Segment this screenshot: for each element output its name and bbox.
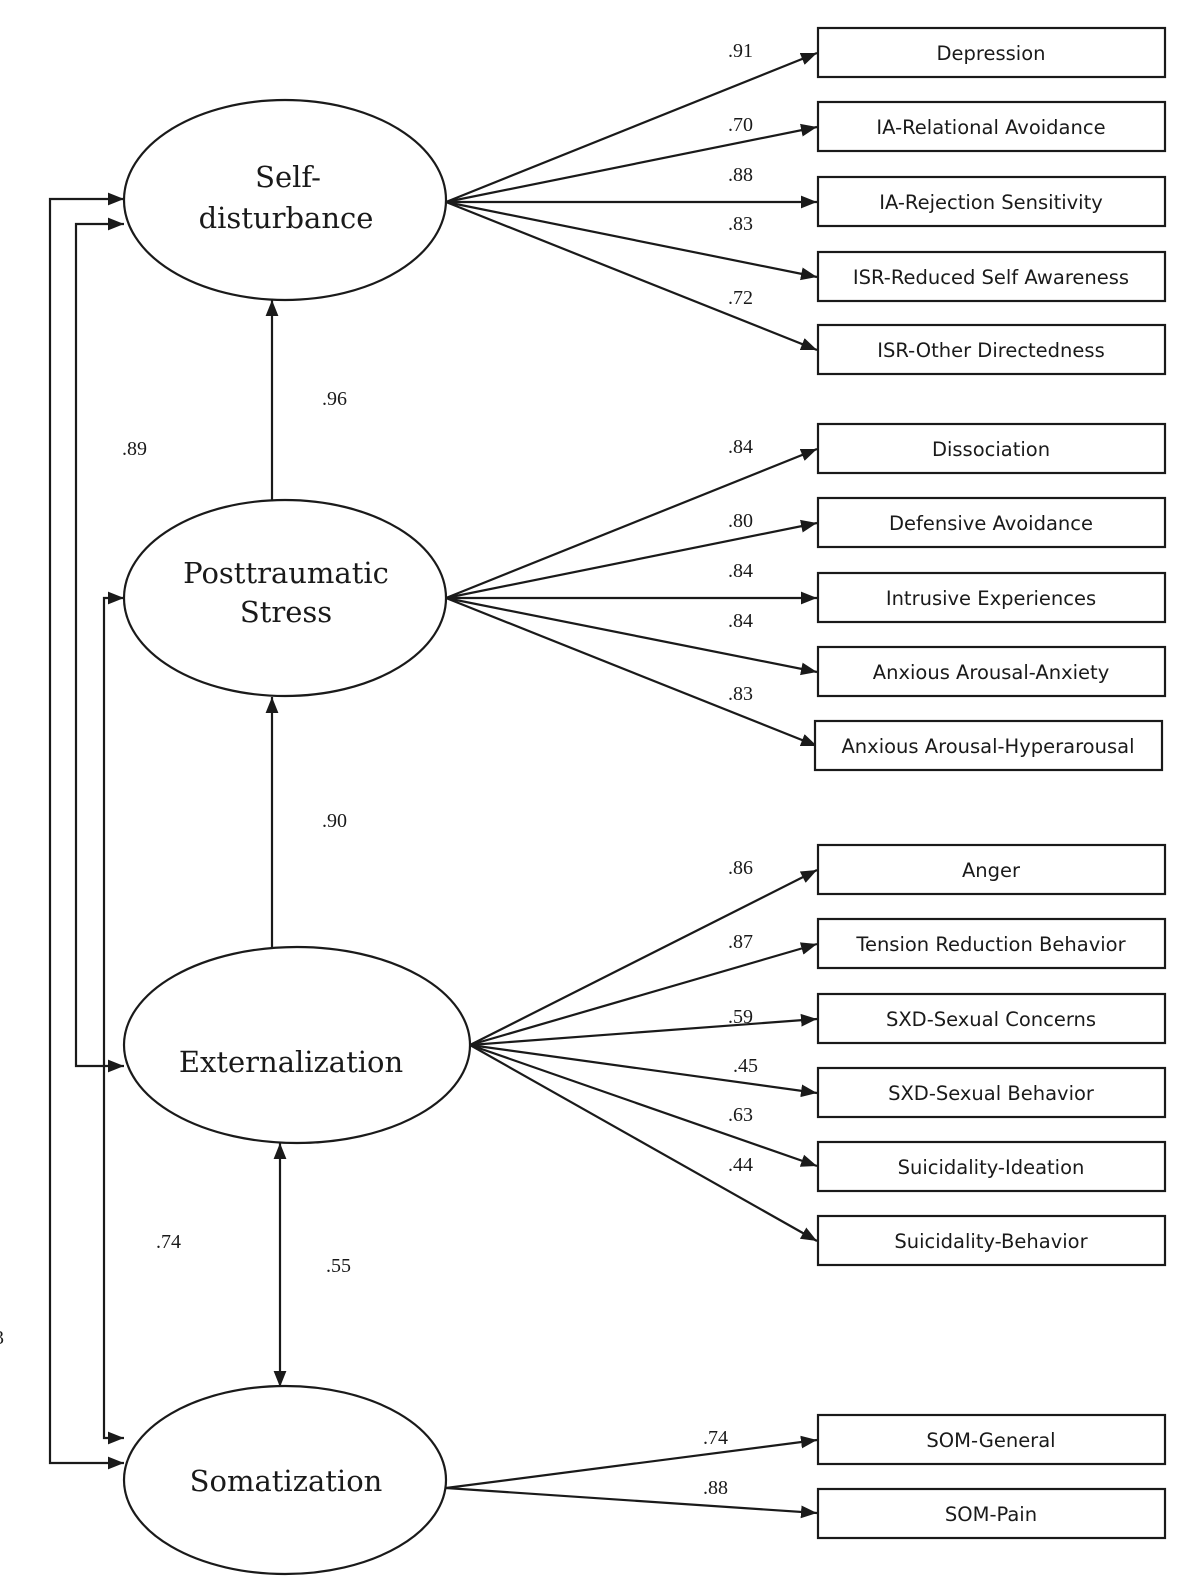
- edge-fragment-text: 3: [0, 1327, 4, 1349]
- loading-isr-reduced-self-awareness: .83: [728, 213, 753, 235]
- indicator-intrusive-experiences: Intrusive Experiences: [816, 571, 1167, 624]
- loading-intrusive-experiences: .84: [728, 560, 753, 582]
- path-self-ia-relational-avoidance: [445, 123, 818, 204]
- loading-som-general: .74: [703, 1427, 728, 1449]
- indicator-som-pain-label: SOM-Pain: [945, 1503, 1037, 1526]
- path-ext-suicidality-ideation: [469, 1043, 818, 1168]
- indicator-suicidality-behavior-label: Suicidality-Behavior: [894, 1230, 1088, 1253]
- loading-anxious-arousal-anxiety: .84: [728, 610, 753, 632]
- corr-self-ext-value: .89: [122, 438, 147, 460]
- loading-suicidality-behavior: .44: [728, 1154, 753, 1176]
- loading-anger: .86: [728, 857, 753, 879]
- path-pts-anxious-arousal-anxiety: [445, 596, 818, 676]
- indicator-isr-reduced-self-awareness: ISR-Reduced Self Awareness: [816, 250, 1167, 303]
- indicator-isr-reduced-self-awareness-label: ISR-Reduced Self Awareness: [853, 266, 1129, 289]
- loading-depression: .91: [728, 40, 753, 62]
- latent-self-disturbance: Self- disturbance: [122, 98, 448, 302]
- latent-somatization: Somatization: [122, 1384, 448, 1576]
- indicator-anger-label: Anger: [962, 859, 1021, 882]
- indicator-sxd-sexual-concerns-label: SXD-Sexual Concerns: [886, 1008, 1096, 1031]
- indicator-sxd-sexual-behavior: SXD-Sexual Behavior: [816, 1066, 1167, 1119]
- corr-ext-som-value: .55: [326, 1255, 351, 1277]
- path-pts-anxious-arousal-hyperarousal: [445, 596, 818, 748]
- latent-self-disturbance-label-1: Self-: [255, 160, 321, 194]
- path-ext-suicidality-behavior: [469, 1044, 818, 1242]
- corr-self-som-bracket: [48, 192, 124, 1470]
- loading-sxd-sexual-concerns: .59: [728, 1006, 753, 1028]
- loading-isr-other-directedness: .72: [728, 287, 753, 309]
- latent-somatization-label: Somatization: [190, 1464, 383, 1498]
- latent-externalization: Externalization: [122, 945, 472, 1145]
- indicator-ia-relational-avoidance-label: IA-Relational Avoidance: [876, 116, 1105, 139]
- path-self-isr-reduced-self-awareness: [445, 200, 818, 281]
- latent-externalization-label: Externalization: [179, 1045, 403, 1079]
- corr-pts-ext-value: .90: [322, 810, 347, 832]
- indicator-anxious-arousal-hyperarousal: Anxious Arousal-Hyperarousal: [813, 719, 1164, 772]
- indicator-sxd-sexual-concerns: SXD-Sexual Concerns: [816, 992, 1167, 1045]
- indicator-isr-other-directedness: ISR-Other Directedness: [816, 323, 1167, 376]
- indicator-depression-label: Depression: [936, 42, 1045, 65]
- indicator-ia-rejection-sensitivity: IA-Rejection Sensitivity: [816, 175, 1167, 228]
- indicator-tension-reduction-behavior-label: Tension Reduction Behavior: [855, 933, 1126, 956]
- latent-posttraumatic-stress-label-2: Stress: [240, 595, 332, 629]
- corr-pts-som-value: .74: [156, 1231, 181, 1253]
- indicator-defensive-avoidance: Defensive Avoidance: [816, 496, 1167, 549]
- indicator-anger: Anger: [816, 843, 1167, 896]
- path-som-pain: [445, 1486, 818, 1519]
- loading-suicidality-ideation: .63: [728, 1104, 753, 1126]
- path-som-general: [445, 1435, 818, 1490]
- indicator-depression: Depression: [816, 26, 1167, 79]
- indicator-dissociation: Dissociation: [816, 422, 1167, 475]
- path-self-isr-other-directedness: [445, 200, 818, 352]
- indicator-tension-reduction-behavior: Tension Reduction Behavior: [816, 917, 1167, 970]
- latent-self-disturbance-label-2: disturbance: [199, 201, 374, 235]
- indicator-som-general-label: SOM-General: [926, 1429, 1055, 1452]
- latent-posttraumatic-stress-label-1: Posttraumatic: [183, 556, 389, 590]
- loading-ia-relational-avoidance: .70: [728, 114, 753, 136]
- path-ext-tension-reduction-behavior: [469, 942, 818, 1047]
- loading-som-pain: .88: [703, 1477, 728, 1499]
- loading-dissociation: .84: [728, 436, 753, 458]
- corr-pts-som-bracket: [102, 591, 124, 1445]
- path-ext-sxd-sexual-behavior: [469, 1043, 818, 1098]
- indicator-sxd-sexual-behavior-label: SXD-Sexual Behavior: [888, 1082, 1095, 1105]
- loading-sxd-sexual-behavior: .45: [733, 1055, 758, 1077]
- indicator-anxious-arousal-anxiety-label: Anxious Arousal-Anxiety: [873, 661, 1110, 684]
- indicator-ia-rejection-sensitivity-label: IA-Rejection Sensitivity: [879, 191, 1103, 214]
- indicator-isr-other-directedness-label: ISR-Other Directedness: [877, 339, 1104, 362]
- path-self-depression: [445, 51, 818, 204]
- latent-posttraumatic-stress: Posttraumatic Stress: [122, 498, 448, 698]
- indicator-suicidality-ideation-label: Suicidality-Ideation: [898, 1156, 1085, 1179]
- indicator-anxious-arousal-hyperarousal-label: Anxious Arousal-Hyperarousal: [841, 735, 1134, 758]
- loading-tension-reduction-behavior: .87: [728, 931, 753, 953]
- loading-defensive-avoidance: .80: [728, 510, 753, 532]
- path-pts-defensive-avoidance: [445, 519, 818, 600]
- indicator-ia-relational-avoidance: IA-Relational Avoidance: [816, 100, 1167, 153]
- indicator-anxious-arousal-anxiety: Anxious Arousal-Anxiety: [816, 645, 1167, 698]
- indicator-som-pain: SOM-Pain: [816, 1487, 1167, 1540]
- indicator-defensive-avoidance-label: Defensive Avoidance: [889, 512, 1093, 535]
- indicator-suicidality-ideation: Suicidality-Ideation: [816, 1140, 1167, 1193]
- path-ext-anger: [469, 869, 818, 1046]
- corr-self-ext-bracket: [74, 217, 124, 1073]
- loading-ia-rejection-sensitivity: .88: [728, 164, 753, 186]
- indicator-suicidality-behavior: Suicidality-Behavior: [816, 1214, 1167, 1267]
- loading-anxious-arousal-hyperarousal: .83: [728, 683, 753, 705]
- path-ext-sxd-sexual-concerns: [469, 1013, 818, 1047]
- path-pts-dissociation: [445, 447, 818, 600]
- corr-self-pts-value: .96: [322, 388, 347, 410]
- indicator-som-general: SOM-General: [816, 1413, 1167, 1466]
- indicator-dissociation-label: Dissociation: [932, 438, 1050, 461]
- indicator-intrusive-experiences-label: Intrusive Experiences: [886, 587, 1096, 610]
